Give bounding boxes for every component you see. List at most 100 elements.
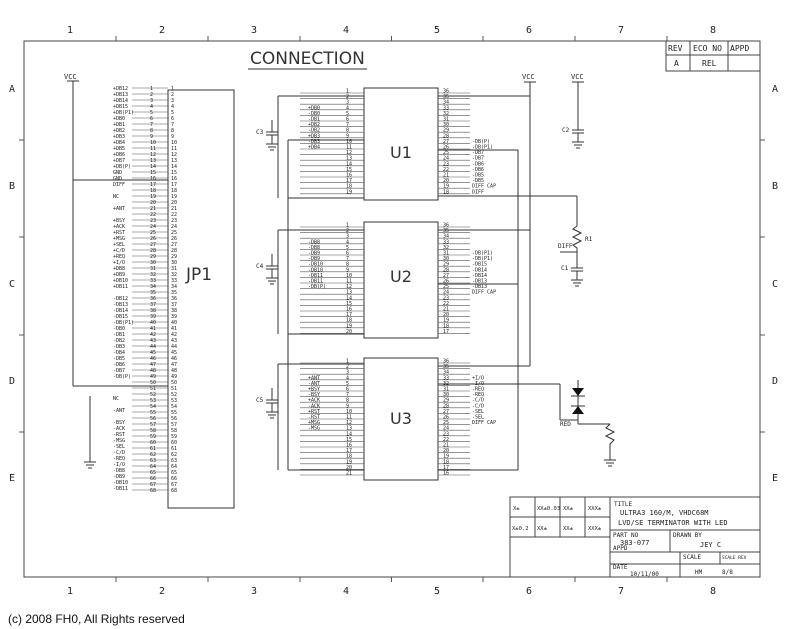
chip-pin-number: 5: [346, 111, 349, 117]
jp1-pin-number-right: 16: [171, 176, 177, 182]
jp1-pin-number-right: 47: [171, 362, 177, 368]
jp1-pin-number: 27: [150, 242, 156, 248]
r1-label: R1: [585, 236, 593, 243]
chip-pin-number: 12: [346, 420, 352, 426]
chip-right-signal: -C/D: [472, 403, 484, 409]
jp1-signal-label: -DB9: [113, 474, 125, 480]
jp1-pin-number-right: 56: [171, 416, 177, 422]
jp1-pin-number: 55: [150, 410, 156, 416]
jp1-pin-number: 9: [150, 134, 153, 140]
chip-left-signal: -DB1: [308, 117, 320, 123]
grid-col-label: 1: [67, 586, 73, 597]
jp1-pin-number: 45: [150, 350, 156, 356]
chip-left-signal: +RST: [308, 409, 320, 415]
jp1-pin-number-right: 4: [171, 104, 174, 110]
grid-col-label: 2: [159, 25, 165, 36]
chip-pin-number: 12: [346, 284, 352, 290]
grid-row-label: B: [772, 181, 778, 192]
chip-pin-number: 24: [443, 290, 449, 296]
chip-pin-number: 32: [443, 111, 449, 117]
chip-pin-number: 26: [443, 279, 449, 285]
chip-pin-number: 19: [443, 318, 449, 324]
chip-left-signal: +BSY: [308, 387, 320, 393]
chip-pin-number: 18: [443, 459, 449, 465]
chip-left-signal: -DB9: [308, 256, 320, 262]
jp1-pin-number: 64: [150, 464, 156, 470]
tol-6: XX±: [537, 526, 548, 532]
jp1-signal-label: +I/O: [113, 260, 125, 266]
jp1-pin-number: 30: [150, 260, 156, 266]
chip-pin-number: 18: [443, 189, 449, 195]
jp1-pin-number-right: 50: [171, 380, 177, 386]
chip-pin-number: 19: [346, 459, 352, 465]
jp1-signal-label: +RST: [113, 230, 125, 236]
tol-2: XX±0.03: [537, 506, 560, 512]
vcc-label-left: VCC: [64, 73, 77, 81]
jp1-pin-number: 12: [150, 152, 156, 158]
chip-pin-number: 18: [346, 184, 352, 190]
jp1-signal-label: -BSY: [113, 420, 125, 426]
chip-pin-number: 30: [443, 256, 449, 262]
jp1-pin-number: 13: [150, 158, 156, 164]
chip-pin-number: 8: [346, 128, 349, 134]
chip-pin-number: 4: [346, 239, 349, 245]
jp1-signal-label: -DB6: [113, 362, 125, 368]
jp1-pin-number: 33: [150, 278, 156, 284]
chip-pin-number: 2: [346, 228, 349, 234]
chip-pin-number: 14: [346, 431, 352, 437]
grid-col-label: 3: [251, 25, 257, 36]
diff-label: DIFF: [558, 243, 573, 250]
jp1-signal-label: -I/O: [113, 462, 125, 468]
chip-right-signal: -DB14: [472, 273, 487, 279]
cap-label: C2: [562, 127, 570, 134]
jp1-signal-label: GND: [113, 170, 122, 176]
tol-3: XX±: [563, 506, 574, 512]
jp1-pin-number: 46: [150, 356, 156, 362]
jp1-pin-number: 62: [150, 452, 156, 458]
jp1-signal-label: +DB15: [113, 104, 128, 110]
chip-pin-number: 10: [346, 409, 352, 415]
chip-right-signal: -DB5: [472, 178, 484, 184]
chip-left-signal: -DB10: [308, 262, 323, 268]
jp1-pin-number-right: 65: [171, 470, 177, 476]
jp1-signal-label: -DB4: [113, 350, 125, 356]
jp1-pin-number-right: 49: [171, 374, 177, 380]
tol-8: XXX±: [588, 526, 602, 532]
jp1-signal-label: -DB(P): [113, 374, 131, 380]
chip-right-signal: -DB5: [472, 173, 484, 179]
jp1-pin-number: 66: [150, 476, 156, 482]
chip-pin-number: 24: [443, 156, 449, 162]
jp1-signal-label: +DB10: [113, 278, 128, 284]
grid-row-label: D: [9, 376, 15, 387]
chip-pin-number: 25: [443, 420, 449, 426]
chip-right-signal: -I/O: [472, 381, 484, 387]
jp1-pin-number-right: 1: [171, 86, 174, 92]
chip-pin-number: 12: [346, 150, 352, 156]
chip-pin-number: 11: [346, 415, 352, 421]
right-bus-wires: [438, 82, 578, 471]
jp1-pin-number-right: 54: [171, 404, 177, 410]
grid-col-label: 5: [434, 25, 440, 36]
jp1-signal-label: -DB2: [113, 338, 125, 344]
jp1-pin-number: 18: [150, 188, 156, 194]
chip-pin-number: 21: [443, 173, 449, 179]
appd-label: APPD: [613, 545, 628, 552]
chip-pin-number: 18: [346, 318, 352, 324]
jp1-pin-number-right: 55: [171, 410, 177, 416]
jp1-pin-number-right: 42: [171, 332, 177, 338]
jp1-pin-number: 67: [150, 482, 156, 488]
jp1-pin-number: 11: [150, 146, 156, 152]
jp1-signal-label: -DB10: [113, 480, 128, 486]
chip-left-signal: -DB3: [308, 139, 320, 145]
grid-row-label: C: [772, 279, 778, 290]
chip-pin-number: 31: [443, 117, 449, 123]
chip-left-signal: -DB11: [308, 273, 323, 279]
jp1-pin-number: 37: [150, 302, 156, 308]
jp1-pin-number: 16: [150, 176, 156, 182]
chip-pin-number: 35: [443, 94, 449, 100]
chip-right-signal: -DB6: [472, 167, 484, 173]
jp1-pin-number-right: 28: [171, 248, 177, 254]
chip-right-signal: -SEL: [472, 415, 484, 421]
chip-pin-number: 15: [346, 437, 352, 443]
